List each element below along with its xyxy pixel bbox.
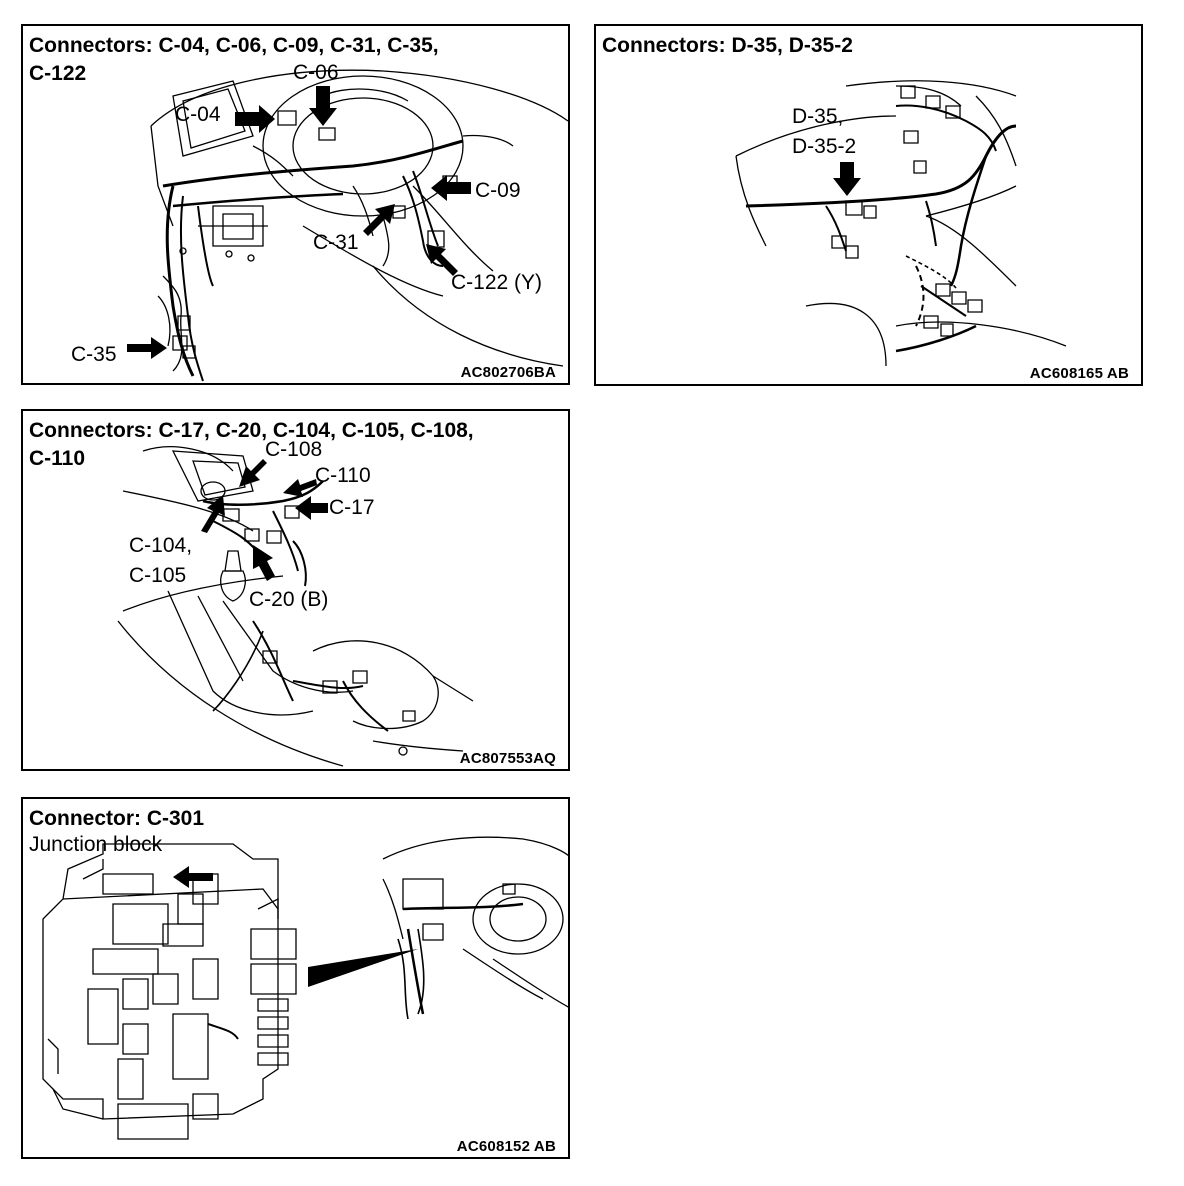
label-c105: C-105 (129, 564, 187, 587)
panel-title: Connectors: D-35, D-35-2 (602, 34, 853, 57)
arrow-d35 (833, 162, 861, 196)
figure-code: AC802706BA (460, 364, 556, 381)
arrow-c110 (283, 479, 317, 497)
panel-title-line-1: Connectors: C-17, C-20, C-104, C-105, C-… (29, 419, 474, 442)
arrow-c20 (253, 545, 275, 581)
figure-code: AC608165 AB (1029, 365, 1129, 382)
panel-title-line-2: C-110 (29, 447, 86, 470)
figure-code: AC807553AQ (459, 750, 556, 767)
junction-block-illustration (23, 799, 570, 1159)
label-c122: C-122 (Y) (451, 271, 543, 294)
arrow-c17 (295, 496, 328, 520)
diagram-panel-c17-c110: Connectors: C-17, C-20, C-104, C-105, C-… (21, 409, 570, 771)
panel-title: Connectors: C-04, C-06, C-09, C-31, C-35… (29, 32, 439, 88)
label-c35: C-35 (71, 343, 117, 366)
arrow-c09 (431, 175, 471, 201)
arrow-c31 (363, 204, 395, 236)
label-c110: C-110 (315, 464, 371, 487)
diagram-panel-c301: Connector: C-301 Junction block AC608152… (21, 797, 570, 1159)
label-d35-line-1: D-35, (792, 105, 844, 128)
panel-title-line-1: Connectors: C-04, C-06, C-09, C-31, C-35… (29, 34, 439, 57)
arrow-c06 (309, 86, 337, 126)
callout-arrows (833, 162, 861, 196)
arrow-c122 (426, 244, 458, 276)
panel-title-line-2: C-122 (29, 62, 87, 85)
label-c108: C-108 (265, 438, 323, 461)
figure-code: AC608152 AB (456, 1138, 556, 1155)
rear-harness-illustration (596, 26, 1143, 386)
arrow-c104 (201, 495, 225, 533)
arrow-c35 (127, 337, 167, 359)
callout-arrows (173, 866, 213, 888)
arrow-c108 (239, 459, 267, 487)
label-c104: C-104, (129, 534, 193, 557)
arrow-c301 (173, 866, 213, 888)
label-c09: C-09 (475, 179, 521, 202)
diagram-panel-d35: Connectors: D-35, D-35-2 D-35, D-35-2 AC… (594, 24, 1143, 386)
label-c31: C-31 (313, 231, 359, 254)
center-console-illustration (23, 411, 570, 771)
callout-arrows (201, 459, 328, 581)
diagram-panel-c04-c122: Connectors: C-04, C-06, C-09, C-31, C-35… (21, 24, 570, 385)
callout-arrows (127, 86, 471, 359)
panel-title: Connectors: C-17, C-20, C-104, C-105, C-… (29, 417, 474, 473)
dashboard-harness-illustration (23, 26, 570, 385)
panel-title: Connector: C-301 (29, 807, 205, 830)
label-c17: C-17 (329, 496, 375, 519)
arrow-c04 (235, 105, 275, 133)
panel-subtitle: Junction block (29, 833, 163, 856)
label-c20: C-20 (B) (249, 588, 329, 611)
label-c06: C-06 (293, 61, 339, 84)
label-c04: C-04 (175, 103, 221, 126)
label-d35-line-2: D-35-2 (792, 135, 857, 158)
